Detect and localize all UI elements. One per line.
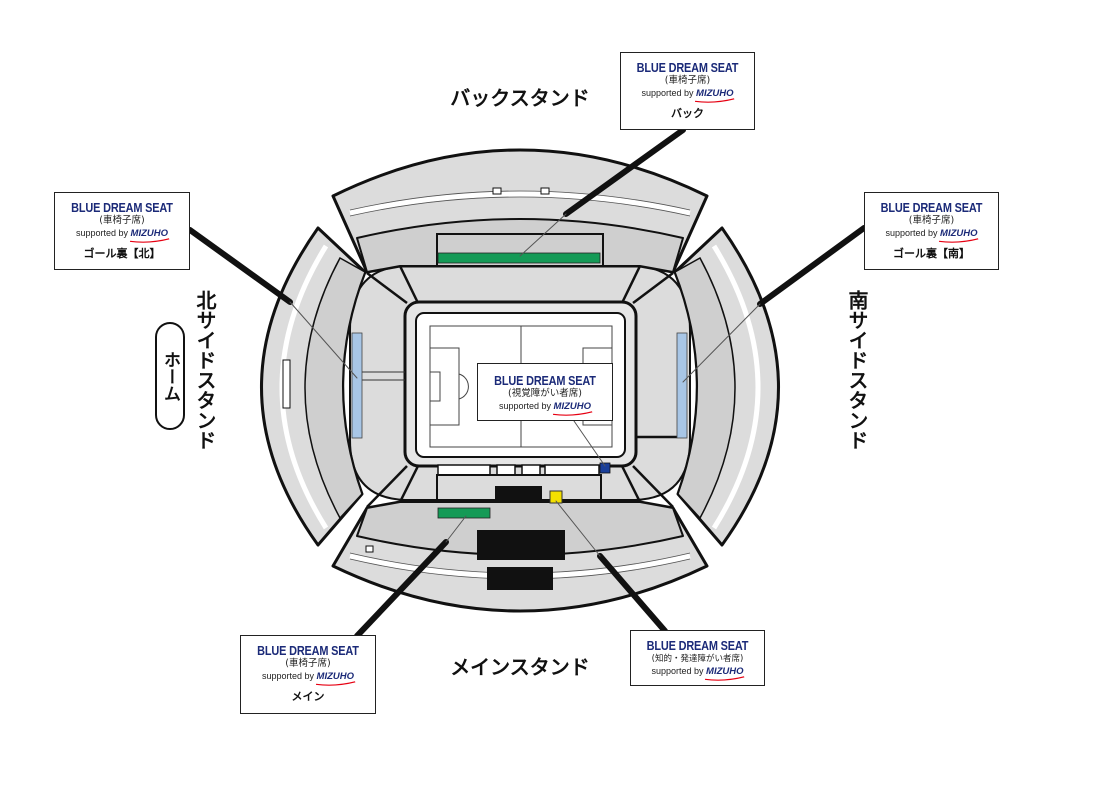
mizuho-swoosh-icon <box>552 411 592 416</box>
seat-box-south: BLUE DREAM SEAT (車椅子席) supported by MIZU… <box>864 192 999 270</box>
mizuho-swoosh-icon <box>129 238 169 243</box>
box-title: BLUE DREAM SEAT <box>880 200 983 215</box>
box-category: (視覚障がい者席) <box>508 388 582 399</box>
sponsor-logo: MIZUHO <box>694 87 735 103</box>
supported-by-text: supported by <box>641 88 694 98</box>
back-stand-stripe-edge <box>349 196 691 217</box>
mizuho-swoosh-icon <box>938 238 979 243</box>
box-category: (車椅子席) <box>664 75 711 86</box>
sponsor-logo: MIZUHO <box>938 227 979 243</box>
mizuho-swoosh-icon <box>704 676 745 681</box>
box-location: バック <box>671 107 704 120</box>
north-stand-lower-tier <box>304 256 366 520</box>
back-stand-notch <box>492 187 502 195</box>
box-sponsor-line: supported by MIZUHO <box>241 670 375 686</box>
supported-by-text: supported by <box>75 228 129 238</box>
box-location: ゴール裏【南】 <box>893 247 970 260</box>
sponsor-logo: MIZUHO <box>552 400 592 416</box>
seat-marker-developmental <box>549 490 563 504</box>
supported-by-text: supported by <box>885 228 938 238</box>
box-sponsor-line: supported by MIZUHO <box>478 400 612 416</box>
back-stand-front-block <box>436 233 604 267</box>
box-category: (車椅子席) <box>99 215 145 226</box>
box-title: BLUE DREAM SEAT <box>494 373 596 388</box>
box-title: BLUE DREAM SEAT <box>257 643 359 658</box>
north-stand-label: 北サイドスタンド <box>193 290 217 450</box>
seat-box-north: BLUE DREAM SEAT (車椅子席) supported by MIZU… <box>54 192 190 270</box>
supported-by-text: supported by <box>498 401 552 411</box>
black-block <box>487 567 553 590</box>
box-location: ゴール裏【北】 <box>83 247 161 260</box>
box-sponsor-line: supported by MIZUHO <box>631 665 764 681</box>
supported-by-text: supported by <box>261 671 315 681</box>
sponsor-logo: MIZUHO <box>704 665 745 681</box>
sponsor-name: MIZUHO <box>940 228 978 239</box>
sponsor-logo: MIZUHO <box>315 670 355 686</box>
seat-marker-visual <box>599 462 611 474</box>
back-stand-stripe-edge <box>349 190 691 211</box>
home-badge: ホーム <box>155 322 185 430</box>
sponsor-logo: MIZUHO <box>129 227 169 243</box>
box-title: BLUE DREAM SEAT <box>646 638 749 653</box>
back-stand-label: バックスタンド <box>450 86 590 110</box>
mizuho-swoosh-icon <box>694 98 735 103</box>
seat-marker-back-wheelchair <box>437 252 601 264</box>
main-stand-notch <box>365 545 374 553</box>
south-stand-label: 南サイドスタンド <box>845 290 869 450</box>
seat-marker-main-wheelchair <box>437 507 491 519</box>
seat-marker-north-wheelchair <box>351 332 363 439</box>
corner-tunnels <box>366 265 674 508</box>
box-sponsor-line: supported by MIZUHO <box>621 87 754 103</box>
seat-box-back: BLUE DREAM SEAT (車椅子席) supported by MIZU… <box>620 52 755 130</box>
sponsor-name: MIZUHO <box>130 228 169 239</box>
box-category: (車椅子席) <box>908 215 955 226</box>
seat-box-visual: BLUE DREAM SEAT (視覚障がい者席) supported by M… <box>477 363 613 421</box>
north-stand-stripe <box>279 244 329 530</box>
box-location: メイン <box>291 690 325 703</box>
home-badge-label: ホーム <box>160 350 180 402</box>
box-title: BLUE DREAM SEAT <box>71 200 173 215</box>
sponsor-name: MIZUHO <box>553 401 592 412</box>
sponsor-name: MIZUHO <box>316 671 355 682</box>
box-sponsor-line: supported by MIZUHO <box>55 227 189 243</box>
box-sponsor-line: supported by MIZUHO <box>865 227 998 243</box>
box-category: (知的・発達障がい者席) <box>651 654 744 664</box>
black-block <box>495 486 542 500</box>
black-block <box>477 530 565 560</box>
south-stand-lower-tier <box>674 256 736 520</box>
mizuho-swoosh-icon <box>315 681 355 686</box>
back-stand-stripe <box>349 191 691 216</box>
main-stand-front-block <box>436 474 602 503</box>
north-stand-small-block <box>282 359 291 409</box>
sponsor-name: MIZUHO <box>706 666 744 677</box>
back-stand-notch <box>540 187 550 195</box>
box-category: (車椅子席) <box>285 658 331 669</box>
box-title: BLUE DREAM SEAT <box>636 60 739 75</box>
seat-box-developmental: BLUE DREAM SEAT (知的・発達障がい者席) supported b… <box>630 630 765 686</box>
south-stand-stripe <box>711 244 761 530</box>
seat-box-main: BLUE DREAM SEAT (車椅子席) supported by MIZU… <box>240 635 376 714</box>
leader-lines <box>187 127 867 639</box>
supported-by-text: supported by <box>651 666 704 676</box>
seat-marker-south-wheelchair <box>676 332 688 439</box>
main-stand-label: メインスタンド <box>450 655 590 679</box>
sponsor-name: MIZUHO <box>696 88 734 99</box>
